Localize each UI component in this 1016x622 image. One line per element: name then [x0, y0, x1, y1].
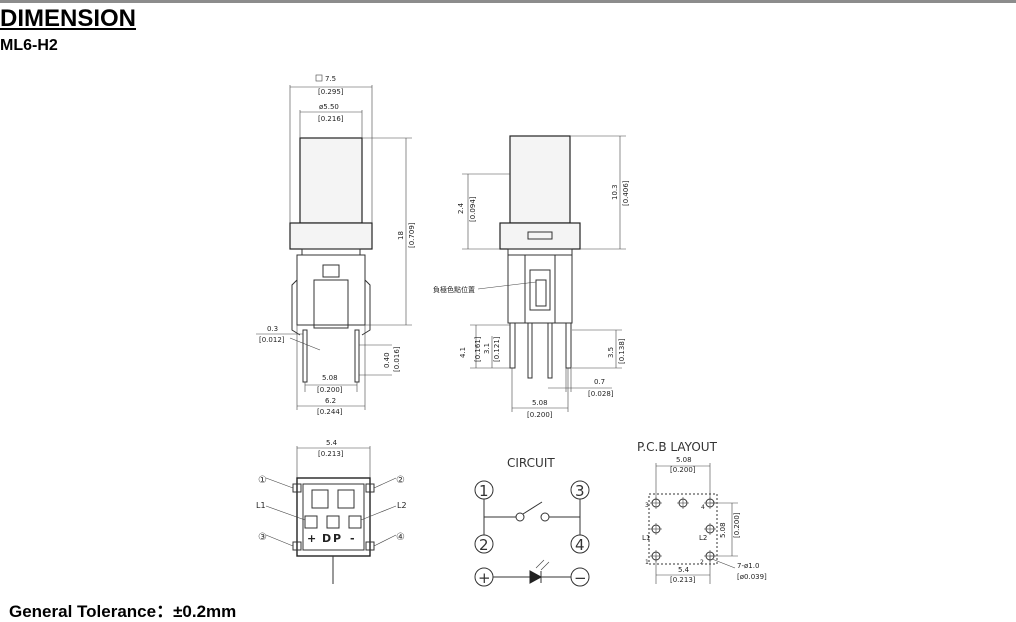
bottom-pin4: ④: [396, 532, 405, 543]
side-note: 負極色點位置: [433, 285, 475, 294]
side-lead-b-in: [0.121]: [493, 336, 501, 362]
front-lead-thick-in: [0.012]: [259, 336, 285, 344]
led-diode-symbol: [529, 570, 543, 584]
side-lead-gap-in: [0.028]: [588, 390, 614, 398]
front-cap-dia: ø5.50: [319, 103, 339, 111]
front-pitch-in: [0.200]: [317, 386, 343, 394]
side-cap-height-in: [0.406]: [622, 180, 630, 206]
front-pitch: 5.08: [322, 374, 338, 382]
pcb-pitch-top: 5.08: [676, 456, 692, 464]
front-lead-left: [302, 329, 308, 383]
bottom-width: 5.4: [326, 439, 338, 447]
front-overall: 6.2: [325, 397, 336, 405]
front-square-size: 7.5: [325, 75, 336, 83]
circuit-pin4: 4: [575, 536, 585, 554]
bottom-view: 5.4 [0.213] ① ② ③ ④ L1 L2 + D P -: [256, 439, 407, 584]
bottom-width-in: [0.213]: [318, 450, 344, 458]
front-lead-width-in: [0.016]: [393, 346, 401, 372]
pcb-n4: 4: [701, 504, 705, 511]
front-square-size-in: [0.295]: [318, 88, 344, 96]
side-view: 2.4 [0.094] 10.3 [0.406] 負極色點位置 4.1 [0.1…: [433, 135, 630, 419]
front-height: 18: [397, 231, 405, 240]
side-lead-c-in: [0.138]: [618, 338, 626, 364]
side-pitch-in: [0.200]: [527, 411, 553, 419]
front-overall-in: [0.244]: [317, 408, 343, 416]
circuit-pin3: 3: [575, 482, 585, 500]
side-lead-b: 3.1: [483, 343, 491, 354]
circuit-minus: −: [574, 569, 587, 587]
circuit-title: CIRCUIT: [507, 456, 555, 470]
circuit-diagram: CIRCUIT 1 3 2 4 + −: [474, 456, 590, 587]
front-cap-dia-in: [0.216]: [318, 115, 344, 123]
front-lead-right: [354, 329, 360, 383]
pcb-l2: L2: [699, 534, 707, 542]
general-tolerance: General Tolerance：±0.2mm: [9, 602, 237, 621]
side-base: [499, 222, 581, 250]
model-number: ML6-H2: [0, 37, 58, 54]
side-cap-offset: 2.4: [457, 202, 465, 214]
pcb-pitch-side: 5.08: [719, 522, 727, 538]
pcb-n2: 2: [700, 559, 704, 566]
front-height-in: [0.709]: [408, 222, 416, 248]
bottom-d: D: [322, 532, 331, 545]
pcb-width: 5.4: [678, 566, 690, 574]
bottom-pin1: ①: [258, 475, 267, 486]
front-base: [289, 222, 373, 250]
pcb-holes-label: 7-ø1.0: [737, 562, 759, 570]
side-pitch: 5.08: [532, 399, 548, 407]
bottom-minus: -: [350, 532, 355, 545]
pcb-n3: 3: [645, 502, 649, 509]
side-cap-height: 10.3: [611, 184, 619, 200]
page-title: DIMENSION: [0, 5, 137, 32]
side-cap: [509, 135, 571, 224]
side-lead-a-in: [0.161]: [474, 336, 482, 362]
top-rule: [0, 0, 1016, 3]
front-view: 7.5 [0.295] ø5.50 [0.216] 18 [0.709] 0.3…: [256, 74, 416, 416]
front-cap: [299, 137, 363, 224]
pcb-l1: L1: [642, 534, 650, 542]
pcb-n1: 1: [645, 559, 649, 566]
circuit-plus: +: [478, 569, 491, 587]
pcb-holes: [650, 497, 716, 562]
side-lead-c: 3.5: [607, 347, 615, 358]
front-lead-thick: 0.3: [267, 325, 278, 333]
pcb-pitch-top-in: [0.200]: [670, 466, 696, 474]
bottom-pin2: ②: [396, 475, 405, 486]
bottom-l1: L1: [256, 501, 266, 510]
pcb-width-in: [0.213]: [670, 576, 696, 584]
bottom-l2: L2: [397, 501, 407, 510]
pcb-pitch-side-in: [0.200]: [733, 512, 741, 538]
pcb-layout: P.C.B LAYOUT 5.08 [0.200] 3 4 1 2 L1 L2: [637, 440, 767, 584]
bottom-pin3: ③: [258, 532, 267, 543]
pcb-outline: [648, 493, 718, 565]
side-lead-gap: 0.7: [594, 378, 605, 386]
bottom-plus: +: [307, 532, 316, 545]
pcb-holes-label-in: [ø0.039]: [737, 573, 767, 581]
bottom-p: P: [333, 532, 341, 545]
circuit-pin2: 2: [479, 536, 489, 554]
front-lead-width: 0.40: [383, 352, 391, 368]
pcb-title: P.C.B LAYOUT: [637, 440, 718, 454]
side-cap-offset-in: [0.094]: [469, 196, 477, 222]
circuit-pin1: 1: [479, 482, 489, 500]
side-lead-a: 4.1: [459, 347, 467, 358]
